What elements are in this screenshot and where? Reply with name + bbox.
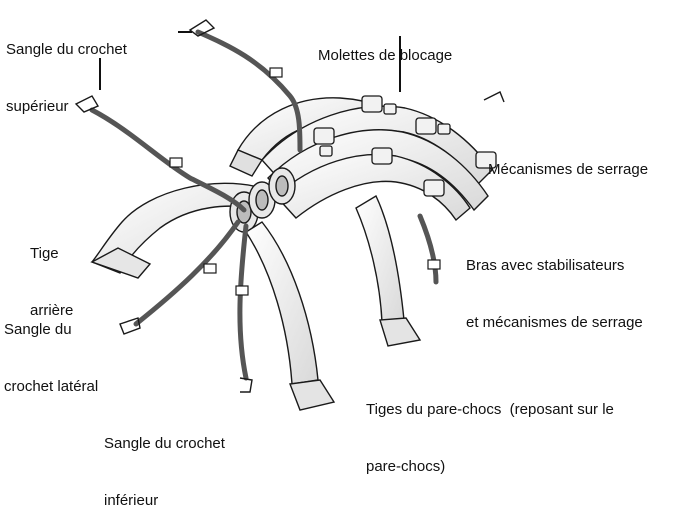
bike-rack-diagram: Sangle du crochet supérieur Molettes de … bbox=[0, 0, 677, 438]
clamp-1 bbox=[362, 96, 382, 112]
label-bottom-hook-strap-line1: Sangle du crochet bbox=[104, 434, 225, 453]
buckle-4 bbox=[236, 286, 248, 295]
bumper-leg-left bbox=[246, 222, 318, 384]
bumper-leg-right bbox=[356, 196, 404, 322]
side-hook-strap bbox=[136, 222, 238, 324]
label-top-hook-strap-line1: Sangle du crochet bbox=[6, 40, 127, 59]
label-arms-line2: et mécanismes de serrage bbox=[466, 313, 643, 332]
clamp-2 bbox=[416, 118, 436, 134]
bumper-foot-left bbox=[290, 380, 334, 410]
label-rear-leg-line1: Tige bbox=[30, 244, 73, 263]
label-side-hook-strap-line1: Sangle du bbox=[4, 320, 98, 339]
label-bottom-hook-strap: Sangle du crochet inférieur bbox=[104, 396, 225, 529]
label-arms: Bras avec stabilisateurs et mécanismes d… bbox=[466, 218, 643, 351]
clamp-2-strap bbox=[438, 124, 450, 134]
clamp-1-strap bbox=[384, 104, 396, 114]
label-arms-line1: Bras avec stabilisateurs bbox=[466, 256, 643, 275]
label-bumper-legs-line2: pare-chocs) bbox=[366, 457, 614, 476]
clamp-3 bbox=[314, 128, 334, 144]
arm-hook bbox=[484, 92, 504, 102]
clamp-4 bbox=[372, 148, 392, 164]
clamp-3-strap bbox=[320, 146, 332, 156]
buckle-2 bbox=[170, 158, 182, 167]
buckle-1 bbox=[270, 68, 282, 77]
label-bottom-hook-strap-line2: inférieur bbox=[104, 491, 225, 510]
buckle-3 bbox=[204, 264, 216, 273]
bumper-foot-right bbox=[380, 318, 420, 346]
label-side-hook-strap: Sangle du crochet latéral bbox=[4, 282, 98, 415]
buckle-5 bbox=[428, 260, 440, 269]
label-bumper-legs: Tiges du pare-chocs (reposant sur le par… bbox=[366, 362, 614, 495]
label-top-hook-strap-line2: supérieur bbox=[6, 97, 127, 116]
label-clamp-mechanisms: Mécanismes de serrage bbox=[488, 122, 648, 198]
label-bumper-legs-line1: Tiges du pare-chocs (reposant sur le bbox=[366, 400, 614, 419]
label-top-hook-strap: Sangle du crochet supérieur bbox=[6, 2, 127, 135]
bottom-hook-strap bbox=[240, 226, 246, 378]
label-clamp-mechanisms-line1: Mécanismes de serrage bbox=[488, 160, 648, 179]
clamp-6 bbox=[424, 180, 444, 196]
label-lock-knobs: Molettes de blocage bbox=[318, 8, 452, 84]
top-hook-right bbox=[190, 20, 214, 36]
label-side-hook-strap-line2: crochet latéral bbox=[4, 377, 98, 396]
label-lock-knobs-line1: Molettes de blocage bbox=[318, 46, 452, 65]
arm-strap bbox=[420, 216, 436, 282]
